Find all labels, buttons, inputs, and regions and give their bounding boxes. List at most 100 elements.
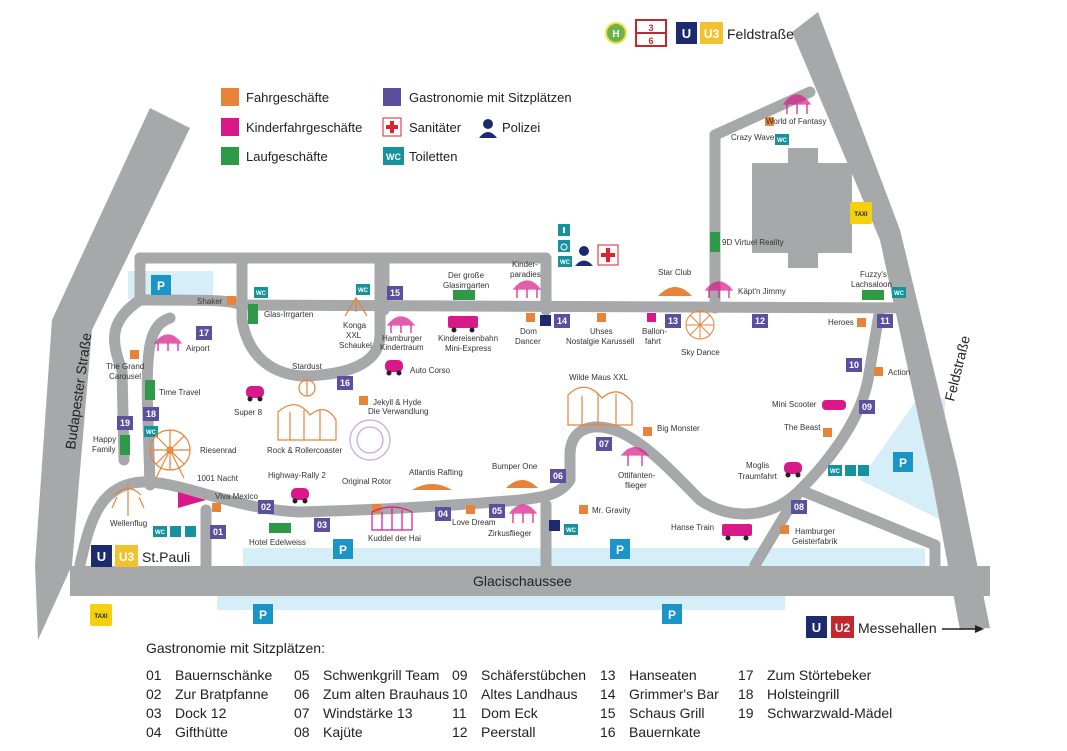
svg-text:11: 11	[880, 316, 890, 326]
label-wellenflug: Wellenflug	[110, 519, 147, 528]
carousel-icon	[512, 280, 542, 298]
legend-label-kids-rides: Kinderfahrgeschäfte	[246, 120, 362, 135]
legend-swatch-walkthrough	[221, 147, 239, 165]
station-feldstrasse: H 3 6 U U3 Feldstraße	[605, 19, 794, 47]
gastro-marker-10: 10	[846, 358, 862, 372]
gastro-marker-14: 14	[554, 314, 570, 328]
svg-text:P: P	[899, 456, 907, 470]
svg-text:WC: WC	[777, 138, 788, 144]
gastro-marker-05: 05	[489, 504, 505, 518]
svg-text:WC: WC	[146, 430, 157, 436]
svg-text:10: 10	[849, 360, 859, 370]
station-messehallen: U U2 Messehallen	[806, 616, 984, 638]
label-hotel-edelweiss: Hotel Edelweiss	[249, 538, 306, 547]
station-st-pauli: U U3 St.Pauli	[91, 545, 190, 567]
label-airport: Airport	[186, 344, 210, 353]
toilet-icon: WC	[892, 287, 906, 298]
hall-building	[752, 148, 852, 268]
label-grand-carousel-2: Carousel	[109, 372, 141, 381]
gastro-marker-09: 09	[859, 400, 875, 414]
station-name-messehallen: Messehallen	[858, 620, 937, 636]
swing-ride-icon	[111, 484, 145, 516]
svg-text:16: 16	[340, 378, 350, 388]
legend: Fahrgeschäfte Kinderfahrgeschäfte Laufge…	[221, 88, 572, 165]
label-geisterfabrik-2: Geisterfabrik	[792, 537, 838, 546]
gastro-marker-11: 11	[877, 314, 893, 328]
gastronomy-entry-number: 02	[146, 686, 162, 702]
legend-label-police: Polizei	[502, 120, 540, 135]
svg-text:WC: WC	[256, 291, 267, 297]
gastro-marker-17: 17	[196, 326, 212, 340]
svg-text:03: 03	[317, 520, 327, 530]
medic-icon	[597, 244, 619, 266]
label-dom-dancer-2: Dancer	[515, 337, 541, 346]
toilet-icon: WC	[383, 147, 404, 165]
wheelchair-icon	[170, 526, 181, 537]
svg-text:TAXI: TAXI	[94, 614, 108, 620]
gastronomy-entry-name: Bauernkate	[629, 724, 701, 740]
svg-text:13: 13	[668, 316, 678, 326]
fairground-map: Fahrgeschäfte Kinderfahrgeschäfte Laufge…	[35, 12, 990, 640]
label-ottifanten-2: flieger	[625, 481, 647, 490]
gastronomy-entry-name: Kajüte	[323, 724, 363, 740]
bumper-ride-icon	[506, 480, 538, 488]
sky-dance-icon	[685, 310, 715, 340]
gastronomy-entry-number: 05	[294, 667, 310, 683]
svg-text:05: 05	[492, 506, 502, 516]
label-fuzzys: Fuzzy's	[860, 270, 887, 279]
taxi-icon: TAXI	[850, 202, 872, 224]
medic-icon	[382, 117, 402, 137]
gastronomy-entry-number: 19	[738, 705, 754, 721]
gastro-marker-19: 19	[117, 416, 133, 430]
label-geisterfabrik-1: Hamburger	[795, 527, 835, 536]
label-heroes: Heroes	[828, 318, 854, 327]
svg-text:U3: U3	[704, 27, 720, 41]
gastro-marker-01: 01	[210, 525, 226, 539]
gastronomy-entry-name: Zum Störtebeker	[767, 667, 872, 683]
svg-text:18: 18	[146, 409, 156, 419]
parking-icon: P	[253, 604, 273, 624]
carousel-icon	[386, 316, 416, 333]
gastronomy-entry-number: 15	[600, 705, 616, 721]
taxi-icon: TAXI	[90, 604, 112, 626]
label-die-verwandlung: Die Verwandlung	[368, 407, 428, 416]
attraction-labels: World of Fantasy Crazy Wave 9D Virtuel R…	[92, 117, 910, 547]
carousel-icon	[620, 446, 650, 466]
svg-text:P: P	[157, 279, 165, 293]
label-lachsaloon: Lachsaloon	[851, 280, 892, 289]
u3-line-badge	[700, 22, 723, 44]
gastronomy-entry-number: 06	[294, 686, 310, 702]
legend-label-medic: Sanitäter	[409, 120, 462, 135]
label-glas-irrgarten: Glas-Irrgarten	[264, 310, 313, 319]
bumper-car-icon	[385, 360, 403, 376]
police-icon	[479, 119, 497, 138]
svg-text:U2: U2	[835, 621, 851, 635]
street-glacischaussee: Glacischaussee	[473, 573, 572, 589]
label-star-club: Star Club	[658, 268, 692, 277]
svg-text:17: 17	[199, 328, 209, 338]
rollercoaster-icon	[567, 386, 633, 426]
label-world-of-fantasy: World of Fantasy	[766, 117, 826, 126]
ride-illustrations	[111, 94, 846, 541]
parking-icon: P	[662, 604, 682, 624]
label-zirkusflieger: Zirkusflieger	[488, 529, 532, 538]
label-kindereisenbahn-1: Kindereisenbahn	[438, 334, 498, 343]
main-streets	[35, 12, 990, 640]
shark-ride-icon	[371, 506, 413, 531]
svg-text:WC: WC	[894, 291, 905, 297]
bus-stop-icon	[605, 22, 627, 44]
label-uhses-1: Uhses	[590, 327, 613, 336]
label-sky-dance: Sky Dance	[681, 348, 720, 357]
gastro-marker-03: 03	[314, 518, 330, 532]
label-riesenrad: Riesenrad	[200, 446, 236, 455]
